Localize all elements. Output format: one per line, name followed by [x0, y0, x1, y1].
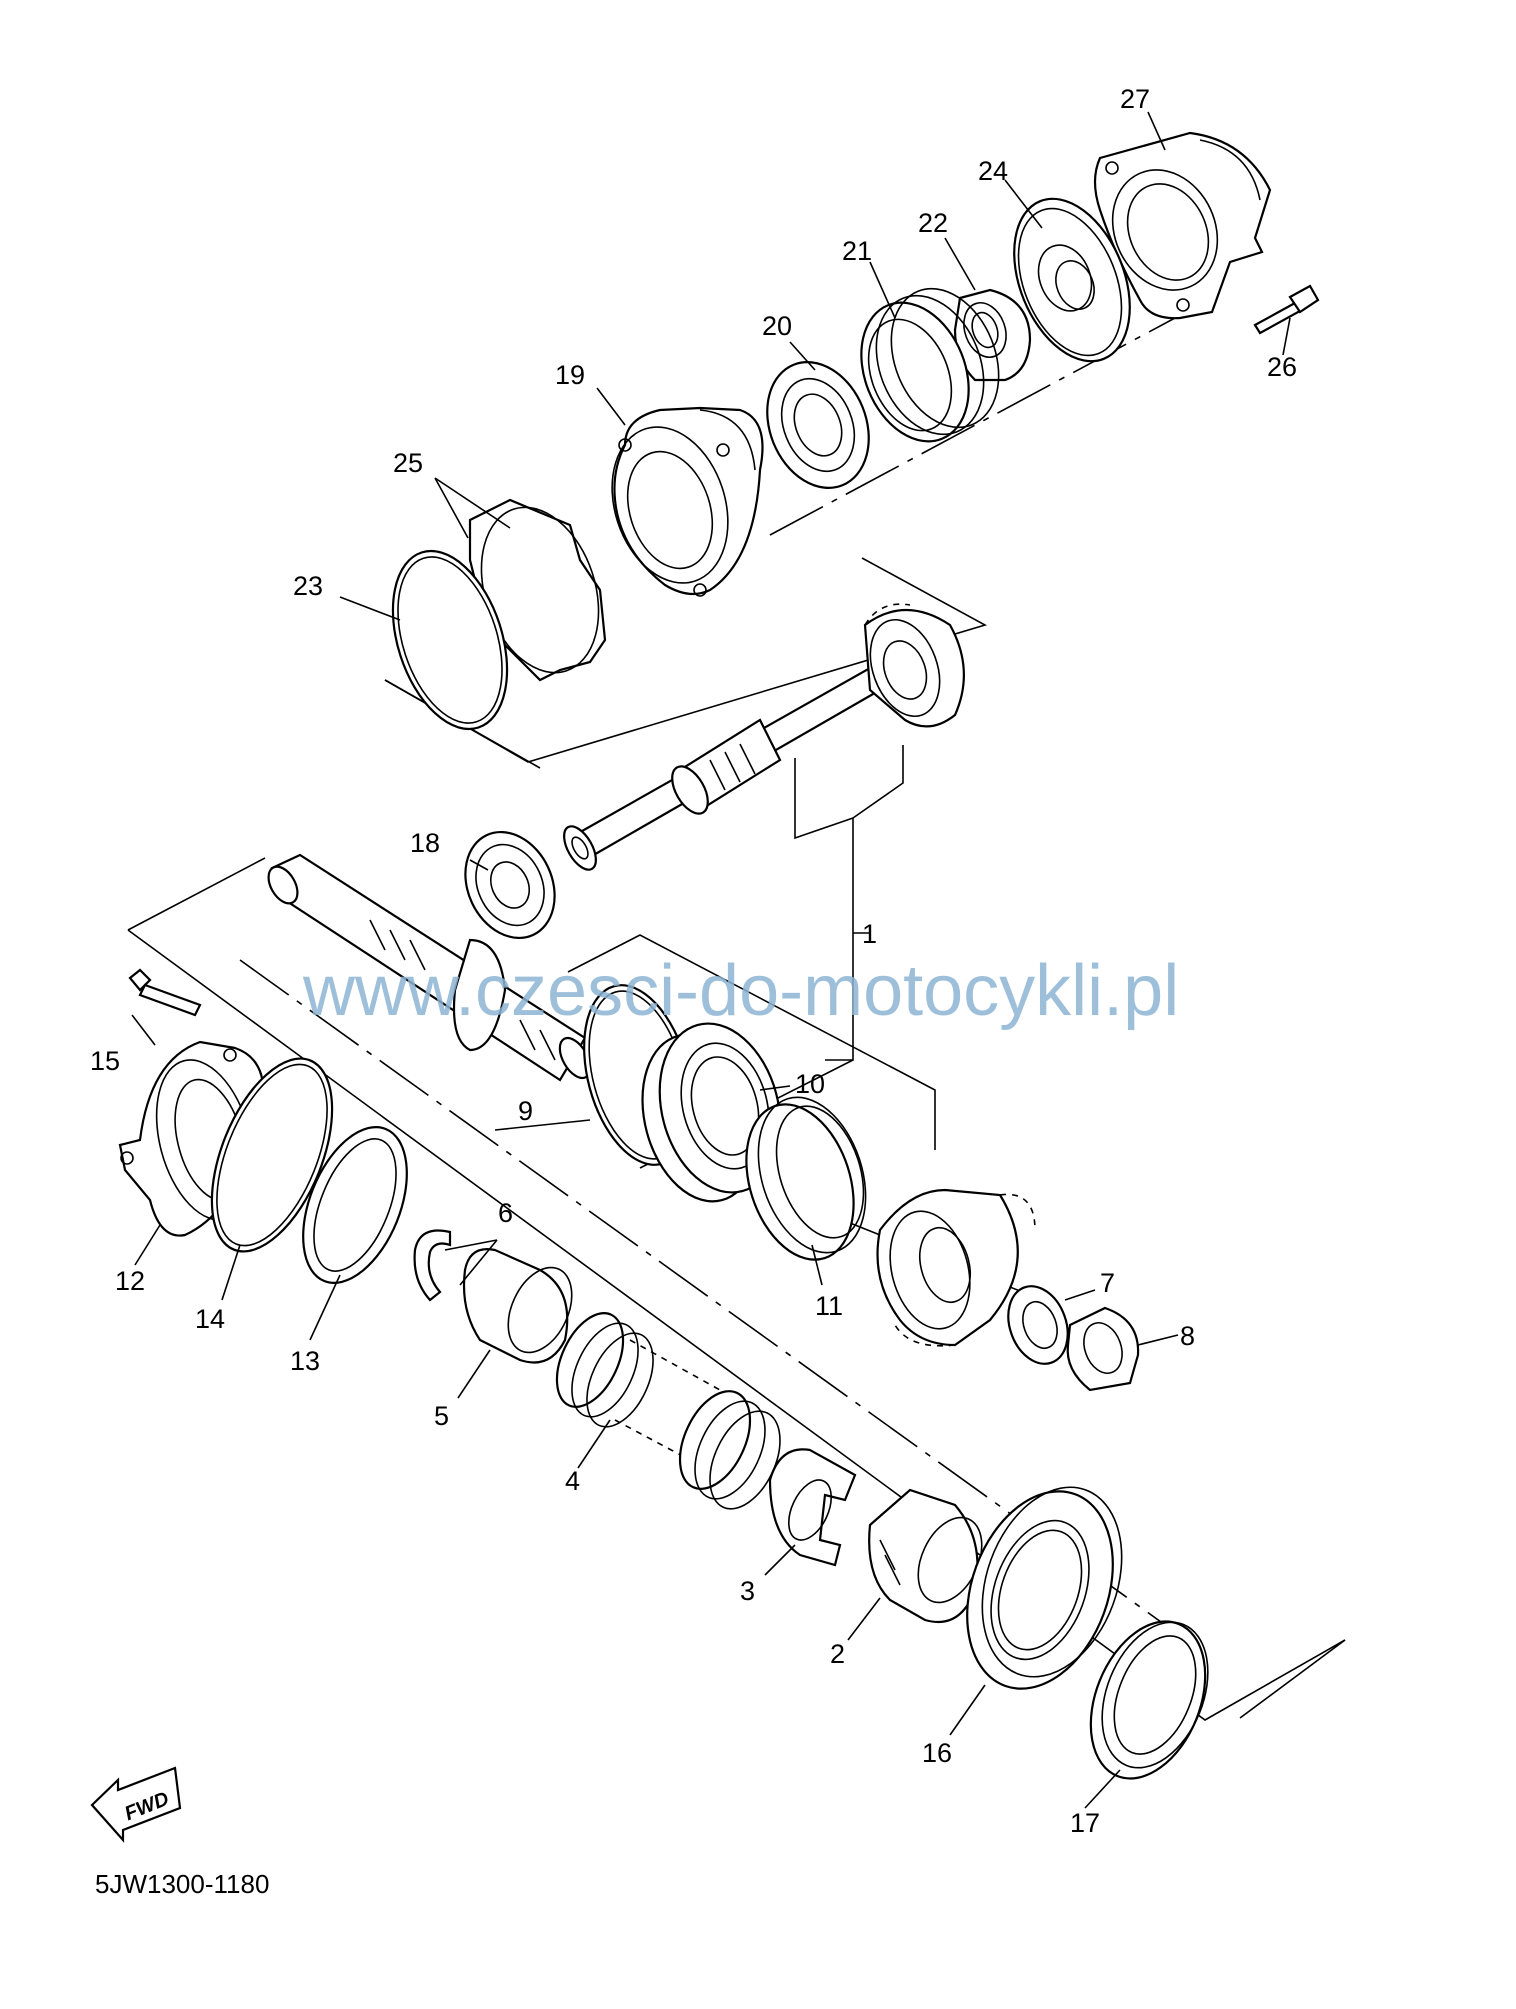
watermark-text: www.czesci-do-motocykli.pl — [302, 951, 1179, 1031]
label-part-7: 7 — [1100, 1268, 1115, 1298]
part-16-driven-gear — [966, 1486, 1123, 1690]
label-part-10: 10 — [795, 1069, 825, 1099]
part-23-o-ring — [391, 549, 509, 731]
part-21-bearing-race — [860, 287, 1000, 443]
label-part-8: 8 — [1180, 1321, 1195, 1351]
group-outline-lower — [127, 857, 266, 931]
group-outline-lower-edge — [127, 929, 1346, 1721]
part-1-bracket-top — [852, 745, 904, 819]
label-part-19: 19 — [555, 360, 585, 390]
part-lower-shaft — [267, 853, 592, 1082]
label-part-13: 13 — [290, 1346, 320, 1376]
label-part-16: 16 — [922, 1738, 952, 1768]
label-part-21: 21 — [842, 236, 872, 266]
part-15-bolt — [128, 968, 202, 1017]
part-4-spring — [555, 1312, 781, 1510]
label-part-27: 27 — [1120, 84, 1150, 114]
part-7-lock-washer — [1007, 1285, 1069, 1365]
group-outline-inner — [567, 934, 936, 1150]
part-24-seal-plate — [1013, 197, 1131, 363]
part-6-circlip — [413, 1229, 452, 1302]
part-8-nut — [1066, 1306, 1140, 1392]
label-part-23: 23 — [293, 571, 323, 601]
part-18-bearing — [464, 830, 556, 940]
part-17-bearing-race — [1089, 1620, 1209, 1780]
part-11-bearing-race — [745, 1096, 867, 1261]
label-part-1: 1 — [862, 919, 877, 949]
label-part-14: 14 — [195, 1304, 225, 1334]
part-22-nut — [953, 288, 1032, 382]
label-part-18: 18 — [410, 828, 440, 858]
label-part-15: 15 — [90, 1046, 120, 1076]
label-part-5: 5 — [434, 1401, 449, 1431]
group-outline-lower-right — [1239, 1639, 1346, 1719]
part-26-bolt — [1253, 284, 1320, 335]
part-27-housing-cover — [1093, 131, 1272, 320]
part-2-hub — [868, 1488, 983, 1624]
label-part-26: 26 — [1267, 352, 1297, 382]
label-part-22: 22 — [918, 208, 948, 238]
label-part-3: 3 — [740, 1576, 755, 1606]
part-14-o-ring — [210, 1057, 334, 1253]
label-part-6: 6 — [498, 1198, 513, 1228]
part-1-drive-shaft-gear — [563, 603, 965, 871]
label-part-25: 25 — [393, 448, 423, 478]
label-part-24: 24 — [978, 156, 1008, 186]
part-13-oil-seal — [302, 1126, 408, 1284]
label-part-11: 11 — [815, 1291, 843, 1321]
part-3-dog-clutch — [768, 1448, 857, 1567]
part-19-bearing-housing — [611, 406, 764, 597]
label-part-9: 9 — [518, 1096, 533, 1126]
label-part-20: 20 — [762, 311, 792, 341]
part-bevel-gear — [876, 1188, 1036, 1347]
label-part-12: 12 — [115, 1266, 145, 1296]
part-20-bearing — [766, 361, 870, 489]
part-5-collar — [462, 1248, 573, 1364]
label-part-2: 2 — [830, 1639, 845, 1669]
fwd-arrow-icon: FWD — [90, 1766, 182, 1843]
diagram-code: 5JW1300-1180 — [95, 1869, 269, 1899]
leader-lines — [131, 111, 1291, 1809]
label-part-4: 4 — [565, 1466, 580, 1496]
label-part-17: 17 — [1070, 1808, 1100, 1838]
